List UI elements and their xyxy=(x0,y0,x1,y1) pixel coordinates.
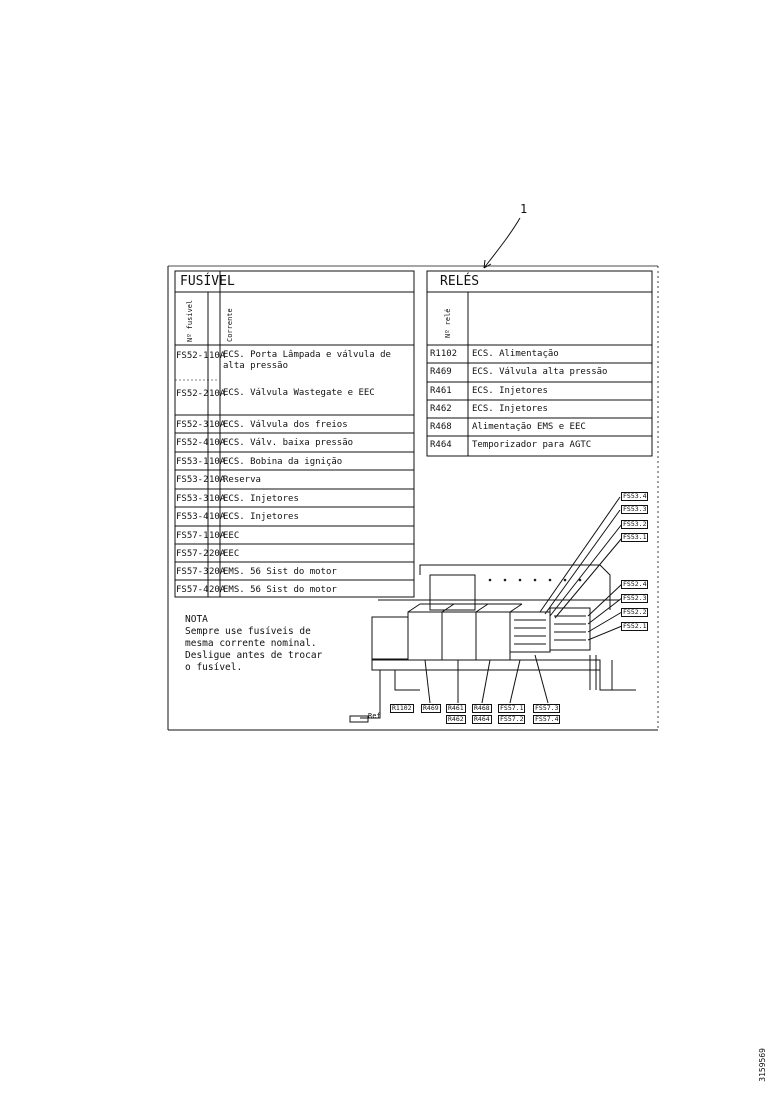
label-fs53-2: FS53.2 xyxy=(621,520,649,529)
fuse-row-description: EEC xyxy=(223,549,240,559)
relay-row-id: R461 xyxy=(430,386,452,396)
fuse-row-id: FS53-2 xyxy=(176,475,209,485)
relay-row-id: R462 xyxy=(430,404,452,414)
fuse-row-current: 20A xyxy=(209,585,226,595)
fuse-row-id: FS57-3 xyxy=(176,567,209,577)
fuse-row-current: 10A xyxy=(209,351,226,361)
bottom-label-top: FS57.1 xyxy=(498,704,526,713)
fuse-row-id: FS53-3 xyxy=(176,494,209,504)
relay-row-id: R469 xyxy=(430,367,452,377)
bottom-label-top: R468 xyxy=(472,704,492,713)
callout-number: 1 xyxy=(520,202,528,216)
fuse-row-description: ECS. Bobina da ignição xyxy=(223,457,343,467)
fuse-box-drawing xyxy=(349,496,636,723)
fuse-row-id: FS52-3 xyxy=(176,420,209,430)
relay-row-description: Temporizador para AGTC xyxy=(472,440,592,450)
fuse-row-id: FS52-1 xyxy=(176,351,209,361)
fuse-row-current: 10A xyxy=(209,438,226,448)
note-line-2: mesma corrente nominal. xyxy=(185,638,317,649)
label-fs52-2: FS52.2 xyxy=(621,608,649,617)
label-ref: Ref xyxy=(368,712,381,720)
fuse-row-id: FS57-1 xyxy=(176,531,209,541)
relay-table-header: RELÉS xyxy=(440,274,480,289)
note-line-4: o fusível. xyxy=(185,662,243,673)
relay-row-description: ECS. Injetores xyxy=(472,386,548,396)
label-fs53-3: FS53.3 xyxy=(621,505,649,514)
note-line-3: Desligue antes de trocar xyxy=(185,650,323,661)
label-fs53-4: FS53.4 xyxy=(621,492,649,501)
bottom-label-bottom: FS57.2 xyxy=(498,715,526,724)
bottom-label-bottom: R464 xyxy=(472,715,492,724)
label-fs52-3: FS52.3 xyxy=(621,594,649,603)
fuse-row-description: ECS. Válvula dos freios xyxy=(223,420,348,430)
label-fs52-4: FS52.4 xyxy=(621,580,649,589)
fuse-row-description: EMS. 56 Sist do motor xyxy=(223,567,337,577)
bottom-label-top: R461 xyxy=(446,704,466,713)
fuse-row-current: 10A xyxy=(209,475,226,485)
fuse-row-description: Reserva xyxy=(223,475,261,485)
fuse-row-current: 10A xyxy=(209,494,226,504)
relay-row-id: R468 xyxy=(430,422,452,432)
fuse-table-header: FUSÍVEL xyxy=(180,274,235,289)
fuse-number-column-header: Nº fusível xyxy=(186,299,194,342)
fuse-row-id: FS53-4 xyxy=(176,512,209,522)
fuse-row-description: ECS. Porta Lâmpada e válvula de alta pre… xyxy=(223,350,391,371)
fuse-row-current: 10A xyxy=(209,420,226,430)
fuse-current-column-header: Corrente xyxy=(226,308,234,342)
fuse-row-id: FS52-2 xyxy=(176,389,209,399)
relay-number-column-header: Nº relé xyxy=(444,308,452,338)
fuse-row-current: 10A xyxy=(209,457,226,467)
label-fs52-1: FS52.1 xyxy=(621,622,649,631)
fuse-row-id: FS57-2 xyxy=(176,549,209,559)
relay-row-description: ECS. Válvula alta pressão xyxy=(472,367,608,377)
bottom-label-bottom: FS57.4 xyxy=(533,715,561,724)
fuse-row-id: FS52-4 xyxy=(176,438,209,448)
fuse-row-description: EEC xyxy=(223,531,240,541)
fuse-row-description: ECS. Válvula Wastegate e EEC xyxy=(223,388,375,398)
note-line-1: Sempre use fusíveis de xyxy=(185,626,311,637)
fuse-row-description: ECS. Injetores xyxy=(223,494,299,504)
fuse-row-current: 10A xyxy=(209,512,226,522)
fuse-row-current: 10A xyxy=(209,389,226,399)
bottom-label-top: FS57.3 xyxy=(533,704,561,713)
relay-row-description: ECS. Injetores xyxy=(472,404,548,414)
relay-row-id: R1102 xyxy=(430,349,458,359)
fuse-row-current: 20A xyxy=(209,567,226,577)
relay-row-id: R464 xyxy=(430,440,452,450)
note-title: NOTA xyxy=(185,614,208,625)
fuse-row-current: 10A xyxy=(209,531,226,541)
fuse-row-description: EMS. 56 Sist do motor xyxy=(223,585,337,595)
fuse-row-id: FS53-1 xyxy=(176,457,209,467)
fuse-row-description: ECS. Injetores xyxy=(223,512,299,522)
bottom-label-top: R1102 xyxy=(390,704,414,713)
bottom-label-top: R469 xyxy=(421,704,441,713)
label-fs53-1: FS53.1 xyxy=(621,533,649,542)
relay-row-description: ECS. Alimentação xyxy=(472,349,559,359)
figure-code: 3159569 xyxy=(758,1048,767,1082)
fuse-row-description: ECS. Válv. baixa pressão xyxy=(223,438,354,448)
relay-row-description: Alimentação EMS e EEC xyxy=(472,422,586,432)
fuse-row-current: 20A xyxy=(209,549,226,559)
bottom-label-bottom: R462 xyxy=(446,715,466,724)
fuse-row-id: FS57-4 xyxy=(176,585,209,595)
